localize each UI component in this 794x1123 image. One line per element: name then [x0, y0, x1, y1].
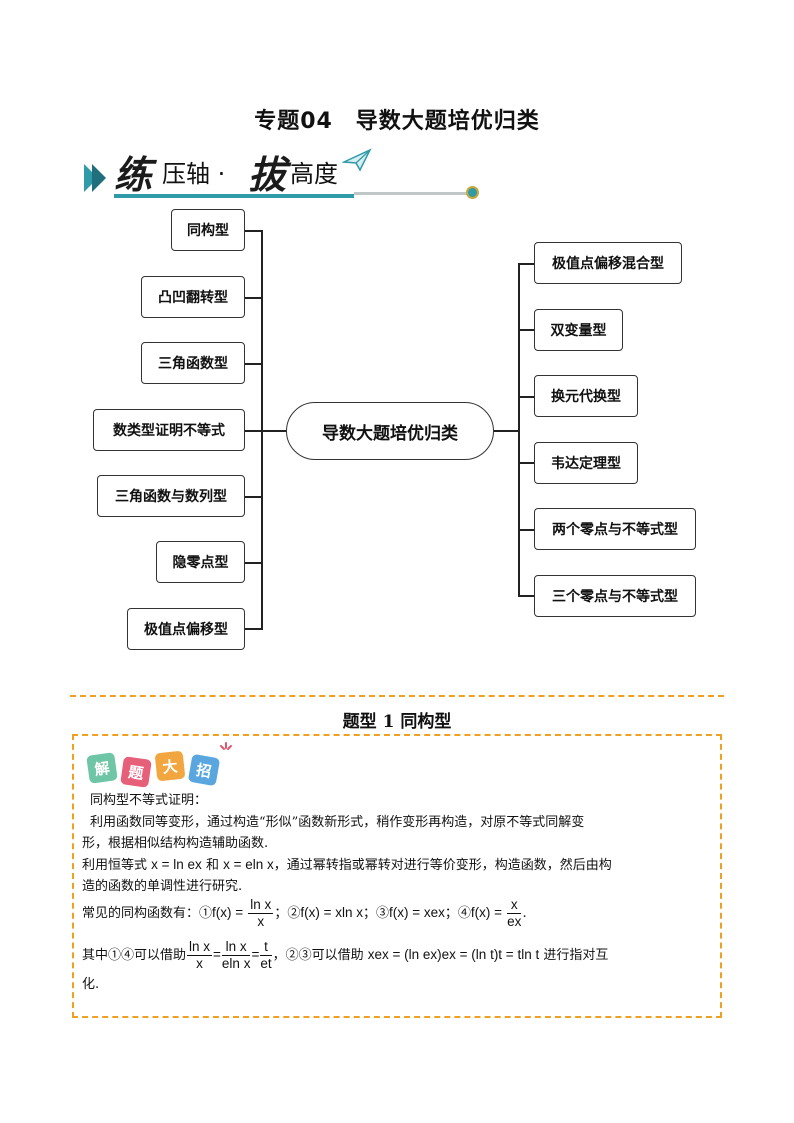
denominator: x	[196, 956, 203, 971]
map-node: 换元代换型	[534, 375, 638, 417]
map-branch	[245, 230, 261, 232]
map-branch	[245, 496, 261, 498]
banner-dot	[466, 186, 479, 199]
map-node: 三角函数型	[141, 342, 245, 384]
map-node: 极值点偏移型	[127, 608, 245, 650]
map-node: 同构型	[171, 209, 245, 251]
map-node: 三角函数与数列型	[97, 475, 245, 517]
text-span: 利用恒等式	[82, 858, 148, 873]
numerator: ln x	[221, 939, 251, 956]
map-center-node: 导数大题培优归类	[286, 402, 494, 460]
map-branch	[518, 595, 534, 597]
map-branch	[245, 297, 261, 299]
map-node: 两个零点与不等式型	[534, 508, 696, 550]
badge: 大	[154, 750, 186, 782]
math-expr: f(x) = xln x	[300, 905, 363, 920]
map-branch	[518, 263, 534, 265]
map-branch	[245, 363, 261, 365]
map-branch	[518, 396, 534, 398]
map-branch	[518, 529, 534, 531]
badge: 解	[86, 752, 118, 784]
section-banner: 练 压轴 · 拔 高度	[84, 142, 484, 202]
math-expr: x = eln x	[223, 857, 274, 872]
chevron-right-icon	[92, 164, 106, 192]
banner-char-2: 拔	[248, 152, 287, 197]
denominator: eln x	[221, 956, 251, 971]
numerator: ln x	[248, 897, 274, 914]
banner-char-1: 练	[114, 152, 153, 197]
section-divider	[70, 695, 724, 697]
map-node: 隐零点型	[156, 541, 245, 583]
tips-box	[72, 734, 722, 1018]
text-span: 其中①④可以借助	[82, 948, 187, 963]
map-branch	[245, 430, 286, 432]
banner-underline	[114, 194, 354, 198]
map-branch	[245, 628, 261, 630]
text-span: 和	[205, 858, 219, 873]
map-node: 凸凹翻转型	[141, 276, 245, 318]
tip-line: 同构型不等式证明：	[90, 793, 208, 808]
tip-line: 形，根据相似结构构造辅助函数.	[82, 836, 269, 851]
badge: 题	[120, 756, 152, 788]
map-node: 韦达定理型	[534, 442, 638, 484]
text-span: ，通过幂转指或幂转对进行等价变形，构造函数，然后由构	[273, 858, 612, 873]
banner-underline-gray	[354, 192, 468, 195]
paper-plane-icon	[342, 148, 372, 172]
map-node: 三个零点与不等式型	[534, 575, 696, 617]
map-branch	[494, 430, 518, 432]
text-span: ；③	[362, 906, 389, 921]
map-node: 双变量型	[534, 309, 623, 351]
numerator: ln x	[187, 939, 213, 956]
numerator: t	[260, 939, 272, 956]
badge: 招	[187, 753, 221, 787]
math-expr: xex = (ln ex)ex = (ln t)t = tln t	[367, 947, 540, 962]
math-expr: f(x) =	[212, 905, 244, 920]
banner-text-1: 压轴 ·	[162, 160, 226, 188]
text-span: ；④	[444, 906, 471, 921]
numerator: x	[507, 897, 522, 914]
denominator: et	[260, 956, 272, 971]
map-trunk-right	[518, 263, 520, 597]
map-branch	[245, 562, 261, 564]
tip-line: 利用恒等式 x = ln ex 和 x = eln x，通过幂转指或幂转对进行等…	[82, 854, 714, 876]
map-node: 极值点偏移混合型	[534, 242, 682, 284]
math-expr: f(x) =	[470, 905, 503, 920]
text-span: ；②	[274, 906, 301, 921]
text-span: 进行指对互	[543, 948, 609, 963]
tips-badges: 解 题 大 招	[84, 742, 234, 788]
tip-line: 利用函数同等变形，通过构造“形似”函数新形式，稍作变形再构造，对原不等式同解变	[90, 815, 585, 830]
tip-line: 化.	[82, 977, 100, 992]
denominator: x	[257, 914, 265, 929]
denominator: ex	[507, 914, 522, 929]
math-expr: x = ln ex	[151, 857, 202, 872]
tip-line: 造的函数的单调性进行研究.	[82, 879, 243, 894]
text-span: ，②③可以借助	[272, 948, 364, 963]
math-expr: f(x) = xex	[388, 905, 445, 920]
section-title: 题型 1 同构型	[342, 712, 452, 732]
map-branch	[518, 329, 534, 331]
text-span: 常见的同构函数有：①	[82, 906, 213, 921]
banner-text-2: 高度	[290, 160, 338, 188]
map-node: 数类型证明不等式	[93, 409, 245, 451]
page-title: 专题04 导数大题培优归类	[254, 109, 540, 134]
map-branch	[518, 462, 534, 464]
sparkle-icon	[220, 742, 232, 750]
